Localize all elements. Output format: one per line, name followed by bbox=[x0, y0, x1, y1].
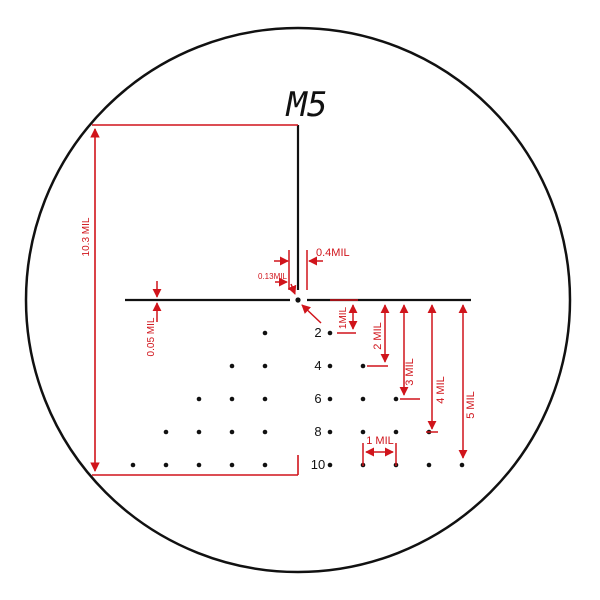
holdover-dot bbox=[327, 330, 333, 336]
holdover-dot bbox=[262, 462, 268, 468]
dimension-label: 0.13MIL bbox=[258, 272, 287, 281]
holdover-dot bbox=[229, 363, 235, 369]
dimension-0-4-mil bbox=[274, 250, 323, 290]
hold-label: 10 bbox=[311, 457, 325, 472]
holdover-dot bbox=[327, 462, 333, 468]
crosshair bbox=[125, 125, 471, 302]
dimension-label: 1MIL bbox=[338, 306, 349, 329]
hold-label: 2 bbox=[314, 325, 321, 340]
hold-label: 4 bbox=[314, 358, 321, 373]
holdover-dot bbox=[327, 396, 333, 402]
dimension-label: 0.05 MIL bbox=[146, 317, 157, 356]
dimension-10-3-mil bbox=[90, 124, 299, 476]
dimension-label: 3 MIL bbox=[404, 358, 416, 386]
reticle-title: M5 bbox=[286, 85, 328, 125]
dimension-label: 0.4MIL bbox=[316, 247, 350, 259]
holdover-dot bbox=[229, 396, 235, 402]
dimension-vertical-mils bbox=[330, 299, 468, 459]
holdover-dot bbox=[229, 429, 235, 435]
holdover-dot bbox=[426, 462, 432, 468]
holdover-dot bbox=[360, 429, 366, 435]
hold-label: 6 bbox=[314, 391, 321, 406]
holdover-dot bbox=[459, 462, 465, 468]
holdover-dot bbox=[163, 462, 169, 468]
dimension-label: 4 MIL bbox=[435, 376, 447, 404]
dimension-label: 10.3 MIL bbox=[81, 217, 92, 256]
dimension-label: 1 MIL bbox=[366, 435, 394, 447]
holdover-dot bbox=[229, 462, 235, 468]
holdover-dot bbox=[196, 462, 202, 468]
center-dot bbox=[295, 297, 301, 303]
hold-labels: 2 4 6 8 10 bbox=[311, 325, 325, 472]
holdover-dot bbox=[262, 429, 268, 435]
holdover-dot bbox=[262, 396, 268, 402]
dimension-label: 5 MIL bbox=[465, 391, 477, 419]
holdover-dot bbox=[393, 429, 399, 435]
holdover-dot bbox=[196, 429, 202, 435]
dimension-horizontal-mil bbox=[362, 443, 397, 466]
holdover-dots-left bbox=[130, 330, 268, 468]
holdover-dot bbox=[327, 429, 333, 435]
dimension-label: 2 MIL bbox=[372, 322, 384, 350]
holdover-dot bbox=[196, 396, 202, 402]
holdover-dots-right bbox=[327, 330, 465, 468]
holdover-dot bbox=[360, 396, 366, 402]
dimension-0-13-mil bbox=[275, 277, 322, 324]
holdover-dot bbox=[163, 429, 169, 435]
holdover-dot bbox=[262, 330, 268, 336]
holdover-dot bbox=[360, 363, 366, 369]
scope-outline bbox=[24, 26, 572, 574]
holdover-dot bbox=[262, 363, 268, 369]
hold-label: 8 bbox=[314, 424, 321, 439]
holdover-dot bbox=[130, 462, 136, 468]
holdover-dot bbox=[393, 396, 399, 402]
holdover-dot bbox=[327, 363, 333, 369]
